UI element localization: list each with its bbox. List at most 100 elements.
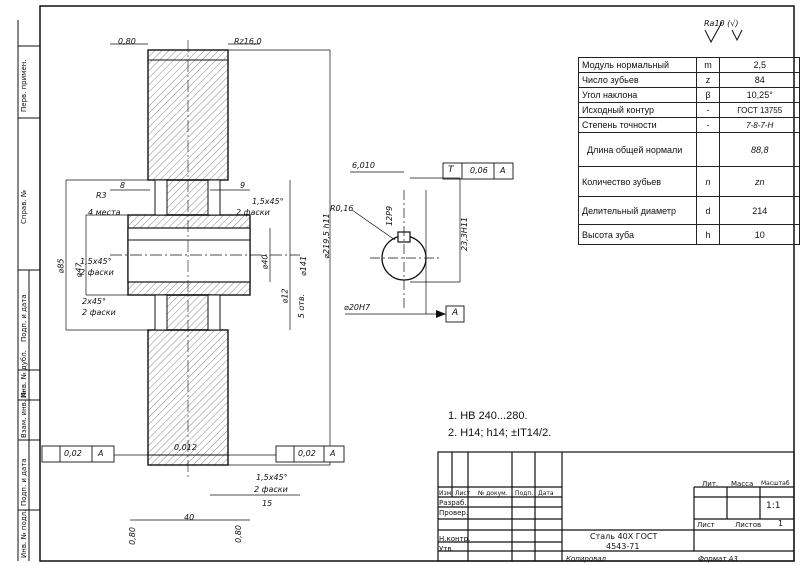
tb-sheets: Листов: [735, 521, 762, 529]
param-value: 10: [719, 224, 800, 245]
param-symbol: d: [695, 196, 721, 225]
tb-data: Дата: [538, 490, 554, 497]
dim-9: 9: [240, 181, 246, 190]
dim-face-sym: 0,012: [174, 443, 197, 452]
tb-scale: 1:1: [766, 501, 781, 511]
dim-rough-left: 0,80: [127, 527, 137, 545]
note-1: 1. HB 240...280.: [448, 410, 528, 422]
runout-left-value: 0,02: [64, 449, 82, 458]
param-symbol: h: [695, 224, 721, 245]
dim-d141: ⌀141: [299, 255, 309, 277]
dim-233: 23,3H11: [460, 216, 470, 252]
dim-12p9: 12P9: [385, 205, 395, 227]
param-name: Высота зуба: [578, 224, 697, 245]
tb-copied: Копировал: [566, 555, 606, 563]
dim-15x45-top: 1,5x45°: [252, 197, 284, 206]
keyway-view: [345, 171, 461, 318]
param-symbol: β: [695, 87, 721, 103]
param-name: Число зубьев: [578, 72, 697, 88]
tb-sheets-count: 1: [778, 519, 784, 528]
dim-6010: 6,010: [352, 161, 375, 170]
datum-a-frame: A: [452, 308, 459, 318]
technical-notes: 1. HB 240...280. 2. H14; h14; ±IT14/2.: [448, 410, 551, 444]
dim-2-chamfers-left2: 2 фаски: [82, 308, 116, 317]
param-name: Угол наклона: [578, 87, 697, 103]
side-inv-podl: Инв. № подл.: [20, 509, 28, 558]
tb-ndokum: № докум.: [478, 490, 508, 497]
param-symbol: -: [695, 102, 721, 118]
param-name: Количество зубьев: [578, 166, 697, 197]
param-value: 88,8: [719, 132, 800, 167]
dim-d219: ⌀219,5 h11: [321, 213, 331, 259]
tb-material-1: Сталь 40Х ГОСТ: [590, 532, 658, 541]
param-value: 84: [719, 72, 800, 88]
param-name: Степень точности: [578, 117, 697, 133]
dim-15: 15: [262, 499, 273, 508]
tol-value-006: 0,06: [470, 166, 488, 175]
tb-scale-label: Масштаб: [761, 480, 790, 487]
dim-r3: R3: [96, 191, 107, 200]
param-name: Длина общей нормали: [578, 132, 697, 167]
tb-prover: Провер.: [439, 509, 469, 517]
dim-2-chamfers-left: 2 фаски: [80, 268, 114, 277]
tb-format: Формат А3: [698, 555, 738, 563]
dim-d20h7: ⌀20H7: [344, 303, 371, 312]
dim-2x45: 2x45°: [82, 297, 107, 306]
dim-4-places: 4 места: [88, 208, 121, 217]
param-value: 7-8-7-Н: [719, 117, 800, 133]
param-value: 214: [719, 196, 800, 225]
param-symbol: n: [695, 166, 721, 197]
inner-frame: [39, 5, 795, 562]
dim-bottom-2-chamfers: 2 фаски: [254, 485, 288, 494]
side-sprav: Справ. №: [20, 189, 28, 224]
dim-rz: Rz16,0: [234, 37, 262, 46]
tb-mass: Масса: [731, 480, 754, 488]
param-value: 2,5: [719, 57, 800, 73]
dim-d85: ⌀85: [56, 258, 66, 274]
tb-izm: Изм. Лист: [439, 490, 471, 497]
runout-right-datum: A: [330, 449, 336, 458]
tb-sheet: Лист: [697, 521, 715, 529]
param-value: zn: [719, 166, 800, 197]
tol-symbol-t: T: [448, 165, 454, 175]
side-podp-data-2: Подп. и дата: [20, 458, 28, 506]
param-name: Делительный диаметр: [578, 196, 697, 225]
dim-15x45-left: 1,5x45°: [80, 257, 112, 266]
param-value: ГОСТ 13755: [719, 102, 800, 118]
dim-2-chamfers-top: 2 фаски: [236, 208, 270, 217]
note-2: 2. H14; h14; ±IT14/2.: [448, 427, 552, 439]
tb-lit: Лит.: [702, 480, 719, 488]
roughness-note: Ra10 (√): [704, 19, 739, 28]
gear-section: [127, 49, 251, 466]
dim-rough-right: 0,80: [233, 525, 243, 543]
tb-razrab: Разраб.: [439, 499, 467, 507]
dim-8: 8: [120, 181, 126, 190]
dim-d12: ⌀12: [280, 288, 290, 304]
runout-left-datum: A: [98, 449, 104, 458]
side-vzam: Взам. инв. №: [20, 390, 28, 438]
tb-utv: Утв.: [439, 545, 454, 553]
table-row: Длина общей нормали 88,8: [578, 132, 800, 167]
dim-5holes: 5 отв.: [297, 293, 307, 319]
tb-material-2: 4543-71: [606, 542, 640, 551]
table-row: Степень точности-7-8-7-Н: [578, 117, 800, 133]
tb-podp: Подп.: [515, 490, 534, 497]
param-symbol: -: [695, 117, 721, 133]
table-row: Исходный контур-ГОСТ 13755: [578, 102, 800, 118]
side-perv: Перв. примен.: [20, 59, 28, 112]
title-block-grid: [437, 451, 795, 562]
dim-roughness-top: 0,80: [118, 37, 136, 46]
side-podp-data-1: Подп. и дата: [20, 294, 28, 342]
dim-d40: ⌀40: [260, 254, 270, 270]
tol-datum-a: A: [500, 166, 506, 175]
tb-nkontr: Н.контр.: [439, 535, 471, 543]
